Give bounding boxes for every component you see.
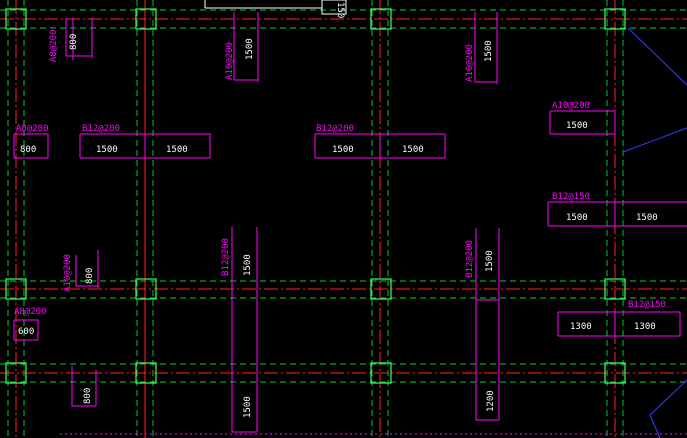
rebar-label-a1: A8@200: [49, 29, 59, 62]
blue-edge-lines: [622, 27, 687, 438]
dim-a9: 800: [85, 268, 95, 284]
dim-a16: 1200: [486, 390, 496, 412]
rebar-lines: [13, 0, 687, 435]
dim-a11: 1500: [485, 250, 495, 272]
rebar-label-a3: A10@200: [465, 44, 475, 82]
rebar-label-a4: A8@200: [16, 124, 49, 134]
rebar-label-a7: A10@200: [552, 101, 590, 111]
rebar-label-a2: A10@200: [225, 42, 235, 80]
dim-a13-2: 1300: [634, 322, 656, 332]
rebar-label-a13: B12@150: [628, 300, 666, 310]
dim-a4: 800: [20, 145, 36, 155]
dim-a2: 1500: [245, 38, 255, 60]
dim-a1: 800: [69, 34, 79, 50]
dim-a12: 600: [18, 327, 34, 337]
dim-a14: 800: [83, 388, 93, 404]
rebar-label-a6: B12@200: [316, 124, 354, 134]
dim-a8-1: 1500: [566, 213, 588, 223]
dim-a5-2: 1500: [166, 145, 188, 155]
top-cut-label: 150: [335, 2, 345, 18]
rebar-label-a9: A10@200: [63, 254, 73, 292]
rebar-label-a8: B12@150: [552, 192, 590, 202]
rebar-label-a5: B12@200: [82, 124, 120, 134]
dim-a5-1: 1500: [96, 145, 118, 155]
dim-a13-1: 1300: [570, 322, 592, 332]
dim-a8-2: 1500: [636, 213, 658, 223]
dim-a7: 1500: [566, 121, 588, 131]
dim-a10: 1500: [243, 254, 253, 276]
dim-a15: 1500: [243, 396, 253, 418]
dim-a3: 1500: [484, 40, 494, 62]
rebar-label-a11: B12@200: [465, 240, 475, 278]
dim-a6-1: 1500: [332, 145, 354, 155]
rebar-label-a12: A8@200: [14, 307, 47, 317]
text-labels: 150 A8@200 800 A10@200 1500 A10@200 1500…: [14, 2, 666, 418]
top-frame: [204, 0, 347, 9]
rebar-label-a10: B12@200: [221, 238, 231, 276]
columns: [5, 8, 626, 384]
dim-a6-2: 1500: [402, 145, 424, 155]
